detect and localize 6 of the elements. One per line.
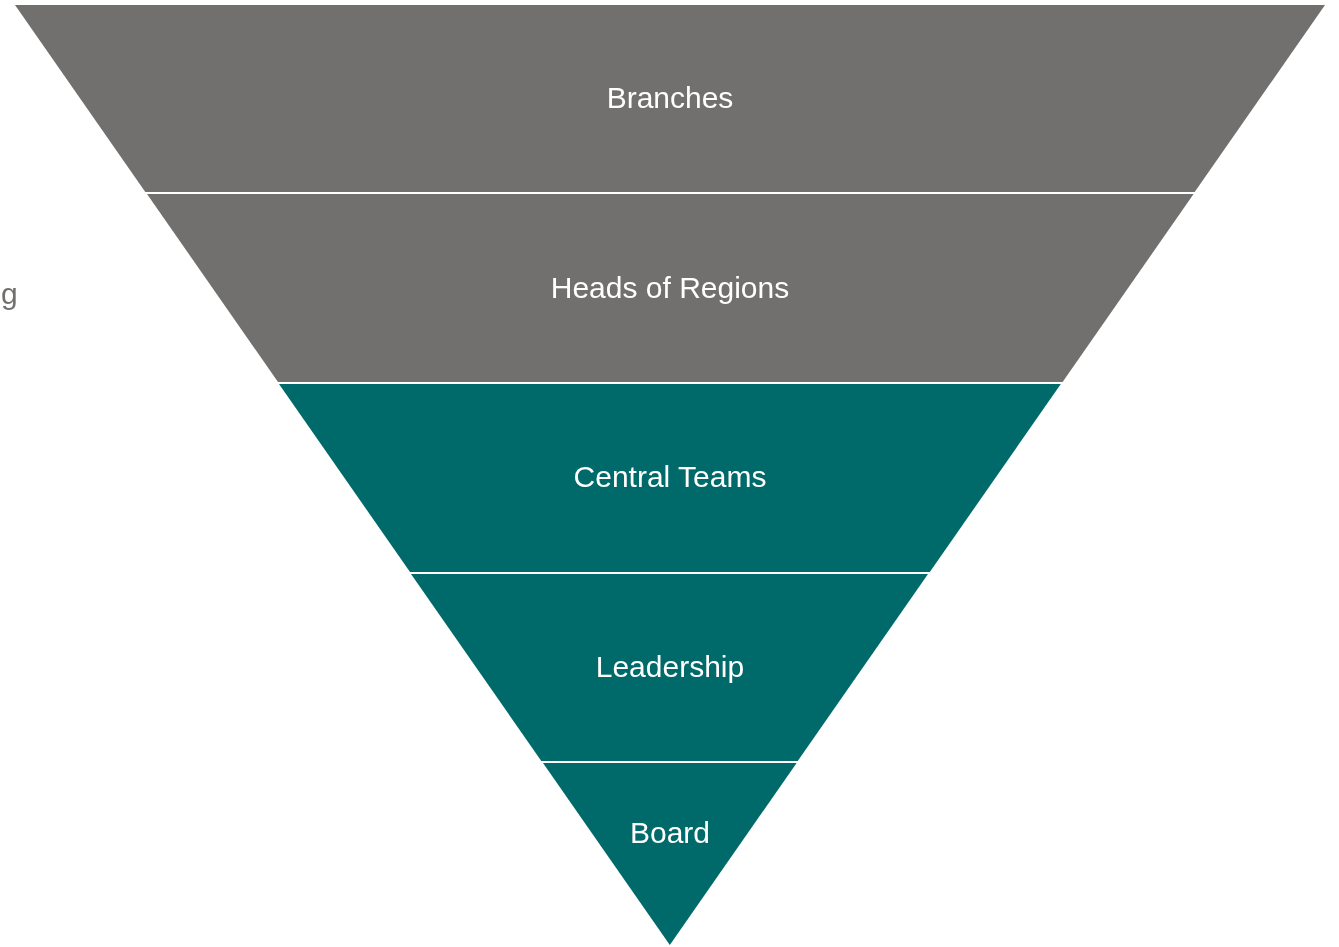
text-fragment: g xyxy=(1,276,18,312)
band-label: Branches xyxy=(606,80,734,116)
band-label: Board xyxy=(629,815,710,851)
band-label: Central Teams xyxy=(573,459,767,495)
band-label: Heads of Regions xyxy=(550,270,790,306)
band-label: Leadership xyxy=(595,649,745,685)
